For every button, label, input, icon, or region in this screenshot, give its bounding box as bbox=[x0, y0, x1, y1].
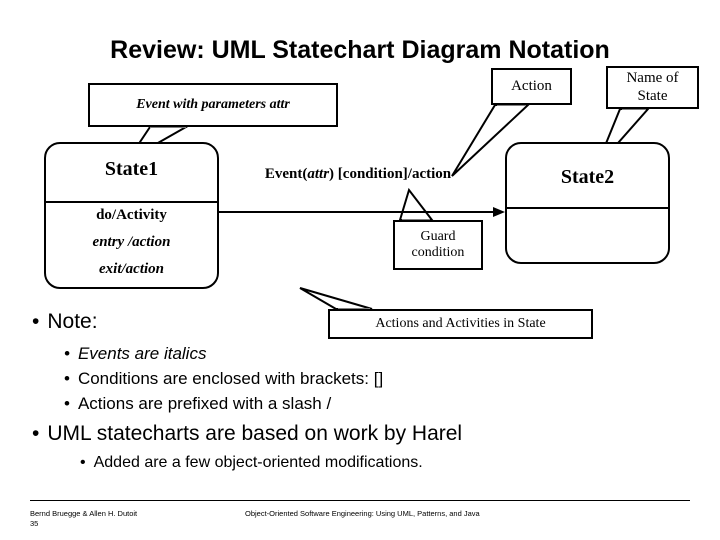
callout-event-with-parameters: Event with parameters attr bbox=[88, 83, 338, 127]
bullet-events-italics-label: Events are italics bbox=[77, 344, 207, 363]
state1-activity-exit: exit/action bbox=[99, 261, 164, 277]
state1-name: State1 bbox=[104, 158, 159, 180]
callout-name-of-state-label: Name of State bbox=[626, 70, 678, 105]
transition-label-param: attr bbox=[307, 166, 330, 182]
callout-name-of-state-line1: Name of bbox=[626, 70, 679, 87]
state1-activity-entry: entry /action bbox=[92, 234, 171, 250]
transition-label-suffix: ) [condition]/action bbox=[329, 166, 452, 182]
callout-guard-line1: Guard bbox=[420, 228, 456, 244]
bullet-note-label: Note: bbox=[47, 310, 98, 333]
state2-name: State2 bbox=[560, 166, 615, 188]
state-node-state2: State2 bbox=[505, 142, 670, 264]
guard-callout-tail bbox=[398, 187, 435, 221]
callout-actions-and-activities: Actions and Activities in State bbox=[328, 309, 593, 339]
bullet-marker-icon: • bbox=[32, 310, 40, 333]
state-node-state1: State1 do/Activity entry /action exit/ac… bbox=[44, 142, 219, 289]
bullet-events-italics: • Events are italics bbox=[64, 344, 206, 364]
transition-label: Event(attr) [condition]/action bbox=[228, 166, 488, 183]
bullet-added-modifications-label: Added are a few object-oriented modifica… bbox=[93, 454, 423, 471]
state1-divider bbox=[46, 201, 217, 203]
callout-actions-activities-label: Actions and Activities in State bbox=[375, 315, 546, 331]
sub-bullet-marker-icon: • bbox=[64, 369, 70, 388]
callout-action: Action bbox=[491, 68, 572, 105]
callout-name-of-state-line2: State bbox=[637, 87, 668, 104]
callout-event-label: Event with parameters attr bbox=[136, 96, 290, 112]
transition-arrow-head bbox=[493, 207, 505, 217]
transition-label-prefix: Event( bbox=[264, 166, 308, 182]
bullet-actions-slash-label: Actions are prefixed with a slash / bbox=[77, 394, 332, 413]
bullet-marker-icon: • bbox=[32, 422, 40, 445]
callout-guard-label: Guard condition bbox=[412, 229, 465, 261]
sub-bullet-marker-icon: • bbox=[64, 344, 70, 363]
sub-bullet-marker-icon: • bbox=[64, 394, 70, 413]
sub-bullet-marker-icon: • bbox=[80, 454, 86, 471]
callout-guard-condition: Guard condition bbox=[393, 220, 483, 270]
actions-activities-callout-tail bbox=[299, 287, 373, 310]
bullet-note: • Note: bbox=[32, 310, 98, 334]
callout-action-label: Action bbox=[511, 77, 552, 94]
footer-slide-number: 35 bbox=[30, 518, 39, 528]
bullet-harel: • UML statecharts are based on work by H… bbox=[32, 422, 462, 446]
bullet-conditions-brackets-label: Conditions are enclosed with brackets: [… bbox=[77, 369, 384, 388]
footer-authors-line1: Bernd Bruegge & Allen H. Dutoit bbox=[30, 509, 138, 518]
bullet-harel-label: UML statecharts are based on work by Har… bbox=[47, 422, 463, 445]
state1-activity-do: do/Activity bbox=[96, 207, 167, 223]
state2-divider bbox=[507, 207, 668, 209]
footer-authors: Bernd Bruegge & Allen H. Dutoit 35 bbox=[30, 509, 200, 529]
callout-name-of-state: Name of State bbox=[606, 66, 699, 109]
footer-divider bbox=[30, 500, 690, 501]
footer-book-title: Object-Oriented Software Engineering: Us… bbox=[245, 509, 480, 518]
bullet-conditions-brackets: • Conditions are enclosed with brackets:… bbox=[64, 369, 383, 389]
bullet-actions-slash: • Actions are prefixed with a slash / bbox=[64, 394, 331, 414]
page-title: Review: UML Statechart Diagram Notation bbox=[110, 36, 610, 64]
callout-guard-line2: condition bbox=[411, 245, 465, 260]
bullet-added-modifications: • Added are a few object-oriented modifi… bbox=[80, 454, 423, 472]
